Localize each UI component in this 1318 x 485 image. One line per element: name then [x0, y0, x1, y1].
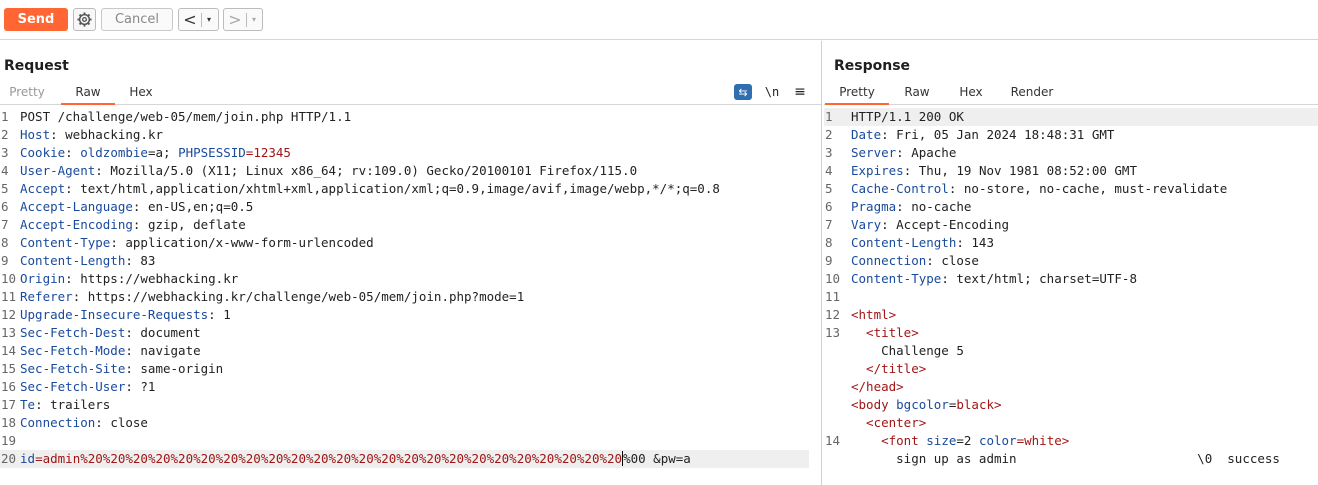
code-line: 13 <title> — [825, 325, 919, 340]
code-line: <body bgcolor=black> — [851, 397, 1002, 412]
tab-render[interactable]: Render — [1010, 85, 1054, 99]
tab-pretty[interactable]: Pretty — [825, 81, 889, 105]
code-line: 11 — [825, 289, 841, 304]
code-line: </head> — [851, 379, 904, 394]
gear-icon — [77, 12, 92, 27]
tab-hex[interactable]: Hex — [959, 85, 983, 99]
newline-icon[interactable]: \n — [764, 85, 780, 99]
code-line: 14 <font size=2 color=white> — [825, 433, 1070, 448]
tab-raw[interactable]: Raw — [904, 85, 930, 99]
chevron-left-icon: < — [183, 10, 197, 29]
response-title: Response — [834, 58, 911, 74]
pane-divider[interactable] — [821, 41, 822, 485]
chevron-down-icon[interactable]: ▾ — [251, 15, 256, 24]
tab-hex[interactable]: Hex — [129, 85, 153, 99]
chevron-right-icon: > — [228, 10, 242, 29]
settings-button[interactable] — [73, 8, 96, 31]
code-line: sign up as admin \0 success — [851, 451, 1280, 466]
back-button[interactable]: < ▾ — [178, 8, 219, 31]
request-tabs: Pretty Raw Hex — [0, 81, 821, 105]
code-line: <center> — [851, 415, 927, 430]
menu-icon[interactable]: ≡ — [794, 84, 806, 100]
cancel-button[interactable]: Cancel — [101, 8, 173, 31]
code-line: </title> — [851, 361, 927, 376]
response-tabs: Pretty Raw Hex Render — [824, 81, 1318, 105]
separator — [246, 12, 247, 27]
toolbar: Send Cancel < ▾ > ▾ — [0, 0, 1318, 40]
code-line: 19 — [1, 433, 17, 448]
tab-raw[interactable]: Raw — [61, 81, 115, 105]
request-title: Request — [4, 58, 69, 74]
separator — [201, 12, 202, 27]
code-line: 12<html> — [825, 307, 897, 322]
chevron-down-icon[interactable]: ▾ — [206, 15, 211, 24]
forward-button[interactable]: > ▾ — [223, 8, 263, 31]
code-line: Challenge 5 — [851, 343, 964, 358]
tab-pretty[interactable]: Pretty — [9, 85, 45, 99]
word-wrap-icon[interactable]: ⇆ — [734, 84, 752, 100]
send-button[interactable]: Send — [4, 8, 68, 31]
